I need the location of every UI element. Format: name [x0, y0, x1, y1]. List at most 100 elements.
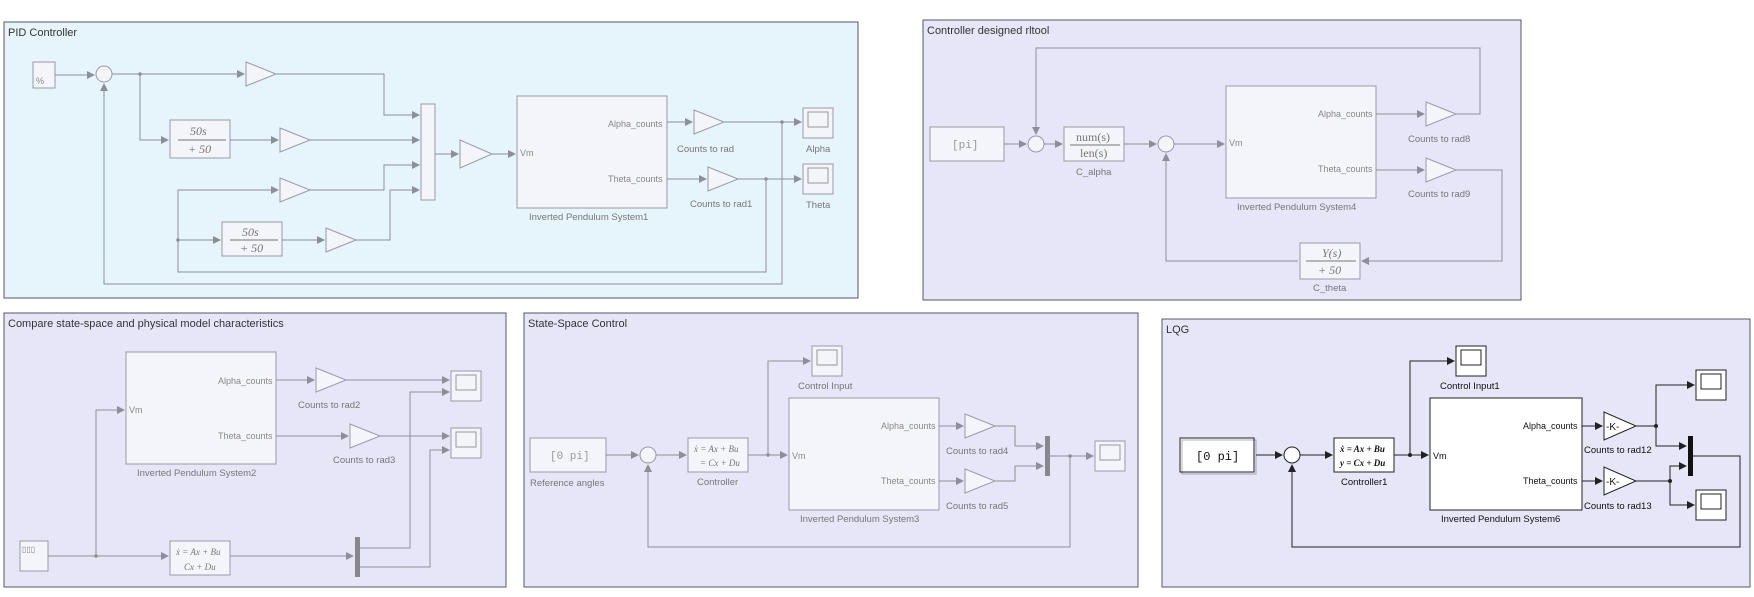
sum-block-2[interactable]: [1157, 135, 1175, 153]
reference-angles-block[interactable]: [0 pi] Reference angles: [529, 437, 607, 489]
inverted-pendulum-subsystem-3[interactable]: Vm Alpha_counts Theta_counts Inverted Pe…: [788, 397, 940, 525]
svg-text:Alpha_counts: Alpha_counts: [1318, 109, 1373, 119]
gain-counts-to-rad1[interactable]: [707, 166, 740, 192]
inverted-pendulum-subsystem-1[interactable]: Vm Alpha_counts Theta_counts Inverted Pe…: [516, 95, 668, 223]
gain-block-k2[interactable]: [325, 227, 358, 253]
gain-counts-to-rad13[interactable]: -K- Counts to rad13: [1584, 466, 1652, 512]
svg-text:Control Input1: Control Input1: [1440, 381, 1500, 392]
svg-text:ẋ = Ax + Bu: ẋ = Ax + Bu: [175, 547, 221, 557]
svg-text:len(s): len(s): [1080, 146, 1107, 160]
svg-text:[0 pi]: [0 pi]: [1196, 450, 1239, 464]
svg-text:= Cx + Du: = Cx + Du: [700, 458, 740, 468]
svg-text:Cx + Du: Cx + Du: [184, 562, 216, 572]
scope-compare-1[interactable]: [450, 370, 482, 402]
transfer-fcn-block-1[interactable]: 50s + 50: [169, 119, 231, 159]
svg-text:50s: 50s: [242, 225, 259, 239]
area-compare[interactable]: Compare state-space and physical model c…: [3, 312, 507, 588]
svg-text:Counts to rad2: Counts to rad2: [298, 400, 360, 411]
gain-counts-to-rad5[interactable]: [964, 468, 997, 494]
svg-text:Inverted Pendulum System3: Inverted Pendulum System3: [800, 514, 919, 525]
area-pid-controller[interactable]: PID Controller % 50s + 50 50s + 50: [3, 21, 859, 299]
svg-text:Counts to rad5: Counts to rad5: [946, 501, 1008, 512]
scope-ss-output[interactable]: [1094, 440, 1126, 472]
inverted-pendulum-subsystem-4[interactable]: Vm Alpha_counts Theta_counts Inverted Pe…: [1225, 85, 1377, 213]
transfer-fcn-block-2[interactable]: 50s + 50: [221, 221, 283, 257]
gain-counts-to-rad12[interactable]: -K- Counts to rad12: [1584, 411, 1652, 456]
gain-counts-to-rad3[interactable]: [349, 423, 382, 449]
svg-text:Control Input: Control Input: [798, 381, 853, 392]
inverted-pendulum-subsystem-2[interactable]: Vm Alpha_counts Theta_counts Inverted Pe…: [125, 351, 277, 479]
svg-text:Inverted Pendulum System4: Inverted Pendulum System4: [1237, 202, 1356, 213]
svg-text:Inverted Pendulum System1: Inverted Pendulum System1: [529, 212, 648, 223]
sum-bar-block[interactable]: [420, 103, 436, 201]
area-title-compare: Compare state-space and physical model c…: [8, 318, 284, 330]
area-rltool[interactable]: Controller designed rltool [pi] num(s) l…: [922, 19, 1522, 301]
svg-text:Counts to rad1: Counts to rad1: [690, 199, 752, 210]
gain-counts-to-rad9[interactable]: [1425, 157, 1458, 183]
constant-block-lqg[interactable]: [0 pi]: [1179, 437, 1257, 475]
svg-text:Counts to rad: Counts to rad: [677, 144, 734, 155]
scope-compare-2[interactable]: [450, 427, 482, 459]
svg-text:Inverted Pendulum System2: Inverted Pendulum System2: [137, 468, 256, 479]
gain-block-sum-out[interactable]: [459, 139, 494, 169]
svg-text:Controller1: Controller1: [1341, 477, 1387, 488]
controller-block[interactable]: ẋ = Ax + Bu = Cx + Du Controller: [687, 437, 749, 488]
mux-block-compare[interactable]: [355, 537, 360, 577]
gain-block-ki[interactable]: [279, 177, 312, 203]
area-lqg[interactable]: LQG [0 pi] ẋ = Ax + Bu y = Cx + Du Contr…: [1161, 318, 1751, 588]
controller1-block[interactable]: ẋ = Ax + Bu y = Cx + Du Controller1: [1333, 437, 1395, 488]
gain-block-kd[interactable]: [279, 127, 312, 153]
svg-text:ẋ = Ax + Bu: ẋ = Ax + Bu: [1339, 444, 1385, 454]
svg-text:Reference angles: Reference angles: [530, 478, 605, 489]
gain-counts-to-rad4[interactable]: [964, 413, 997, 439]
gain-counts-to-rad[interactable]: [693, 109, 726, 135]
svg-text:Theta_counts: Theta_counts: [608, 174, 663, 184]
wires-sscontrol: [606, 357, 1094, 548]
svg-text:Counts to rad12: Counts to rad12: [1584, 445, 1652, 456]
gain-block-kp[interactable]: [245, 61, 278, 87]
svg-text:50s: 50s: [190, 124, 207, 138]
scope-lqg-theta[interactable]: [1695, 489, 1727, 521]
svg-text:[pi]: [pi]: [952, 140, 978, 152]
c-theta-block[interactable]: Y(s) + 50 C_theta: [1299, 242, 1361, 294]
svg-text:Controller: Controller: [697, 477, 738, 488]
wires-pid: [55, 70, 802, 285]
sum-block-1[interactable]: [1027, 135, 1045, 153]
source-block[interactable]: %: [32, 61, 56, 89]
sum-block-ss[interactable]: [639, 446, 657, 464]
svg-text:-K-: -K-: [1606, 422, 1619, 433]
gain-counts-to-rad8[interactable]: [1425, 101, 1458, 127]
scope-lqg-alpha[interactable]: [1695, 369, 1727, 401]
c-alpha-block[interactable]: num(s) len(s) C_alpha: [1063, 126, 1125, 178]
gain-counts-to-rad2[interactable]: [315, 367, 348, 393]
scope-control-input[interactable]: Control Input: [798, 345, 853, 392]
constant-pi-block[interactable]: [pi]: [929, 126, 1005, 162]
mux-block-ss[interactable]: [1045, 436, 1050, 476]
svg-text:y = Cx + Du: y = Cx + Du: [1339, 458, 1385, 468]
svg-text:num(s): num(s): [1076, 130, 1110, 144]
scope-theta[interactable]: Theta: [802, 163, 834, 211]
state-space-block-compare[interactable]: ẋ = Ax + Bu Cx + Du: [169, 540, 231, 576]
sum-block[interactable]: [95, 65, 113, 83]
svg-text:ẋ = Ax + Bu: ẋ = Ax + Bu: [693, 444, 739, 454]
svg-text:C_theta: C_theta: [1313, 283, 1347, 294]
area-title-pid: PID Controller: [8, 27, 77, 39]
svg-text:Theta_counts: Theta_counts: [1523, 476, 1578, 486]
signal-source-block[interactable]: ▯▯▯: [19, 540, 49, 572]
svg-text:[0 pi]: [0 pi]: [550, 451, 590, 463]
svg-text:Alpha: Alpha: [806, 144, 831, 155]
svg-text:Counts to rad4: Counts to rad4: [946, 446, 1008, 457]
svg-text:Vm: Vm: [1433, 451, 1447, 461]
svg-text:Counts to rad9: Counts to rad9: [1408, 189, 1470, 200]
svg-text:Counts to rad13: Counts to rad13: [1584, 501, 1652, 512]
mux-block-lqg[interactable]: [1688, 436, 1693, 476]
sum-block-lqg[interactable]: [1283, 446, 1301, 464]
scope-control-input1[interactable]: Control Input1: [1440, 345, 1500, 392]
svg-text:Vm: Vm: [1229, 138, 1243, 148]
scope-alpha[interactable]: Alpha: [802, 107, 834, 155]
mask-icon: %: [36, 76, 44, 86]
svg-text:Theta_counts: Theta_counts: [218, 431, 273, 441]
area-state-space-control[interactable]: State-Space Control [0 pi] Reference ang…: [523, 312, 1139, 588]
svg-text:Theta_counts: Theta_counts: [1318, 164, 1373, 174]
inverted-pendulum-subsystem-6[interactable]: Vm Alpha_counts Theta_counts Inverted Pe…: [1429, 397, 1583, 525]
